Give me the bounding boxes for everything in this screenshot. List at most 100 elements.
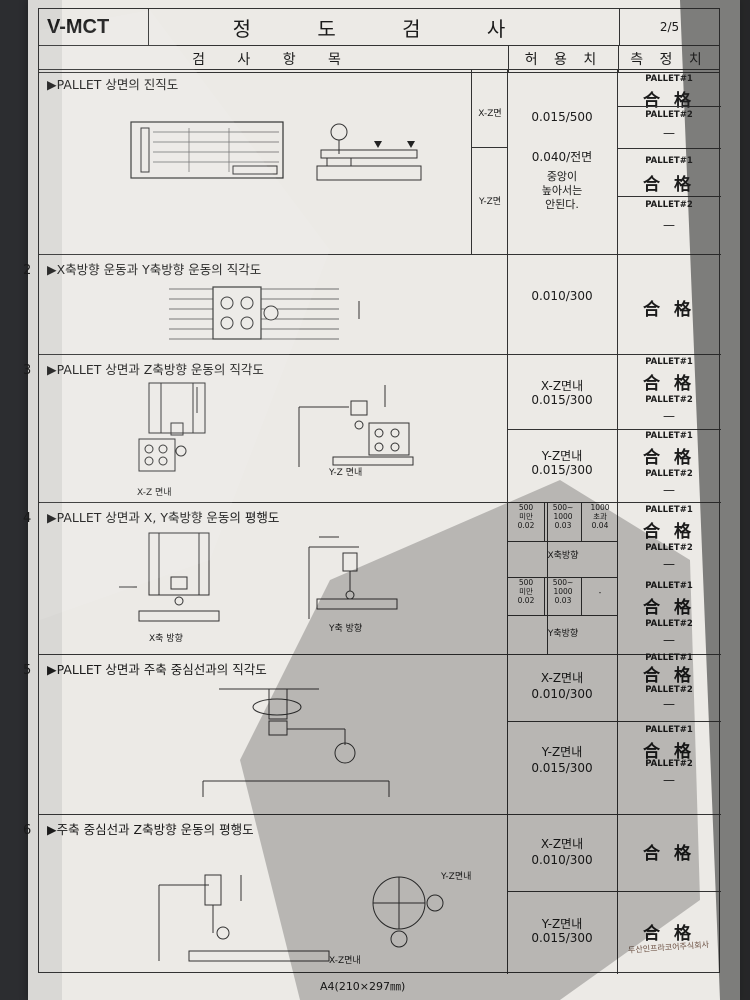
pass-mark: 合 格 xyxy=(643,844,695,864)
empty-value: — xyxy=(663,557,675,571)
divider xyxy=(617,70,618,974)
tolerance-value: 0.010/300 xyxy=(531,289,593,303)
spindle-squareness-figure xyxy=(202,688,390,797)
pallet1-label: PALLET#1 xyxy=(645,653,693,663)
row-item-3: 3 ▶PALLET 상면과 Z축방향 운동의 직각도 X-Z xyxy=(23,355,721,503)
grid-cell: - xyxy=(598,588,602,597)
sep xyxy=(617,196,721,197)
pallet2-label: PALLET#2 xyxy=(645,110,693,120)
measured-cell: PALLET#1 合 格 PALLET#2 — PALLET#1 合 格 PAL… xyxy=(617,70,721,255)
pallet2-label: PALLET#2 xyxy=(645,469,693,479)
pallet1-label: PALLET#1 xyxy=(645,581,693,591)
pallet2-label: PALLET#2 xyxy=(645,685,693,695)
item-number: 2 xyxy=(23,263,32,278)
figure-caption: Y-Z 면내 xyxy=(329,468,363,478)
pallet1-label: PALLET#1 xyxy=(645,431,693,441)
axis-label: X축방향 xyxy=(508,541,618,565)
divider xyxy=(507,70,508,974)
tolerance-value: 0.015/300 xyxy=(531,931,593,945)
left-page-edge xyxy=(28,0,62,1000)
item-title: ▶주축 중심선과 Z축방향 운동의 평행도 xyxy=(47,822,254,837)
tolerance-value: 0.040/전면 xyxy=(531,150,593,164)
header-table: V-MCT 정 도 검 사 2/5 xyxy=(38,8,720,46)
tolerance-label: Y-Z면내 xyxy=(541,449,583,463)
item-number: 4 xyxy=(23,511,32,526)
empty-value: — xyxy=(663,409,675,423)
pass-mark: 合 格 xyxy=(643,175,695,195)
empty-value: — xyxy=(663,218,675,232)
g: 500~ xyxy=(552,503,574,512)
sep xyxy=(507,891,721,892)
row-item-5: 5 ▶PALLET 상면과 주축 중심선과의 직각도 X-Z면내 0.010/3… xyxy=(23,653,721,815)
pass-mark: 合 格 xyxy=(643,522,695,542)
item-title: ▶PALLET 상면과 X, Y축방향 운동의 평행도 xyxy=(47,510,280,525)
tolerance-label: Y-Z면내 xyxy=(541,917,583,931)
page-number: 2/5 xyxy=(619,8,720,46)
pallet1-label: PALLET#1 xyxy=(645,505,693,515)
tolerance-note: 중앙이 높아서는 안된다. xyxy=(507,170,617,212)
empty-value: — xyxy=(663,126,675,140)
row-item-2: 2 ▶X축방향 운동과 Y축방향 운동의 직각도 0.010/300 合 格 xyxy=(23,255,721,355)
empty-value: — xyxy=(663,773,675,787)
pass-mark: 合 格 xyxy=(643,598,695,618)
empty-value: — xyxy=(663,633,675,647)
note-line: 안된다. xyxy=(545,198,579,211)
pass-mark: 合 格 xyxy=(643,924,695,944)
straightness-figure xyxy=(130,121,422,181)
axis-label: X-Z면 xyxy=(472,70,508,148)
tolerance-value: 0.015/300 xyxy=(531,393,593,407)
spindle-parallelism-figure xyxy=(158,874,444,962)
item-title: ▶PALLET 상면과 Z축방향 운동의 직각도 xyxy=(47,362,264,377)
pallet1-label: PALLET#1 xyxy=(645,357,693,367)
pass-mark: 合 格 xyxy=(643,374,695,394)
item-number: 6 xyxy=(23,823,32,838)
tolerance-value: 0.015/300 xyxy=(531,761,593,775)
item-title: ▶X축방향 운동과 Y축방향 운동의 직각도 xyxy=(47,262,262,277)
figure-caption: X축 방향 xyxy=(149,634,183,644)
pallet1-label: PALLET#1 xyxy=(645,156,693,166)
g: 0.03 xyxy=(554,521,572,530)
sep xyxy=(617,148,721,149)
axis-label: Y축방향 xyxy=(508,615,618,655)
pass-mark: 合 格 xyxy=(643,91,695,111)
g: 500 xyxy=(518,578,534,587)
sep xyxy=(617,106,721,107)
tolerance-value: 0.015/500 xyxy=(531,110,593,124)
squareness-z-figure xyxy=(138,382,414,472)
pallet2-label: PALLET#2 xyxy=(645,543,693,553)
tolerance-value: 0.015/300 xyxy=(531,463,593,477)
item-number: 5 xyxy=(23,663,32,678)
sep xyxy=(507,429,721,430)
item-title: ▶PALLET 상면과 주축 중심선과의 직각도 xyxy=(47,662,267,677)
g: 1000 xyxy=(553,512,573,521)
tolerance-label: X-Z면내 xyxy=(540,837,584,851)
tolerance-value: 0.010/300 xyxy=(531,687,593,701)
pallet2-label: PALLET#2 xyxy=(645,619,693,629)
axis-label: Y-Z면 xyxy=(478,197,502,207)
row-item-1: ▶PALLET 상면의 진직도 X-Z면 Y-Z면 0.015/500 0.04… xyxy=(39,70,721,255)
g: 미만 xyxy=(519,587,533,596)
tolerance-label: X-Z면내 xyxy=(540,671,584,685)
item-title: ▶PALLET 상면의 진직도 xyxy=(47,77,179,92)
pallet1-label: PALLET#1 xyxy=(645,74,693,84)
tolerance-label: X-Z면내 xyxy=(540,379,584,393)
pass-mark: 合 格 xyxy=(643,300,695,320)
figure-caption: Y축 방향 xyxy=(329,624,363,634)
row-item-6: 6 ▶주축 중심선과 Z축방향 운동의 평행도 Y-Z면내 X-Z면내 X-Z면… xyxy=(23,815,721,974)
g: 0.02 xyxy=(517,596,535,605)
squareness-xy-figure xyxy=(169,286,360,340)
note-line: 높아서는 xyxy=(541,184,583,197)
axis-col: X-Z면 Y-Z면 xyxy=(471,70,508,255)
figure-caption: Y-Z면내 xyxy=(441,872,472,882)
g: 1000 xyxy=(590,503,610,512)
pallet1-label: PALLET#1 xyxy=(645,725,693,735)
items-body: ▶PALLET 상면의 진직도 X-Z면 Y-Z면 0.015/500 0.04… xyxy=(23,69,721,974)
